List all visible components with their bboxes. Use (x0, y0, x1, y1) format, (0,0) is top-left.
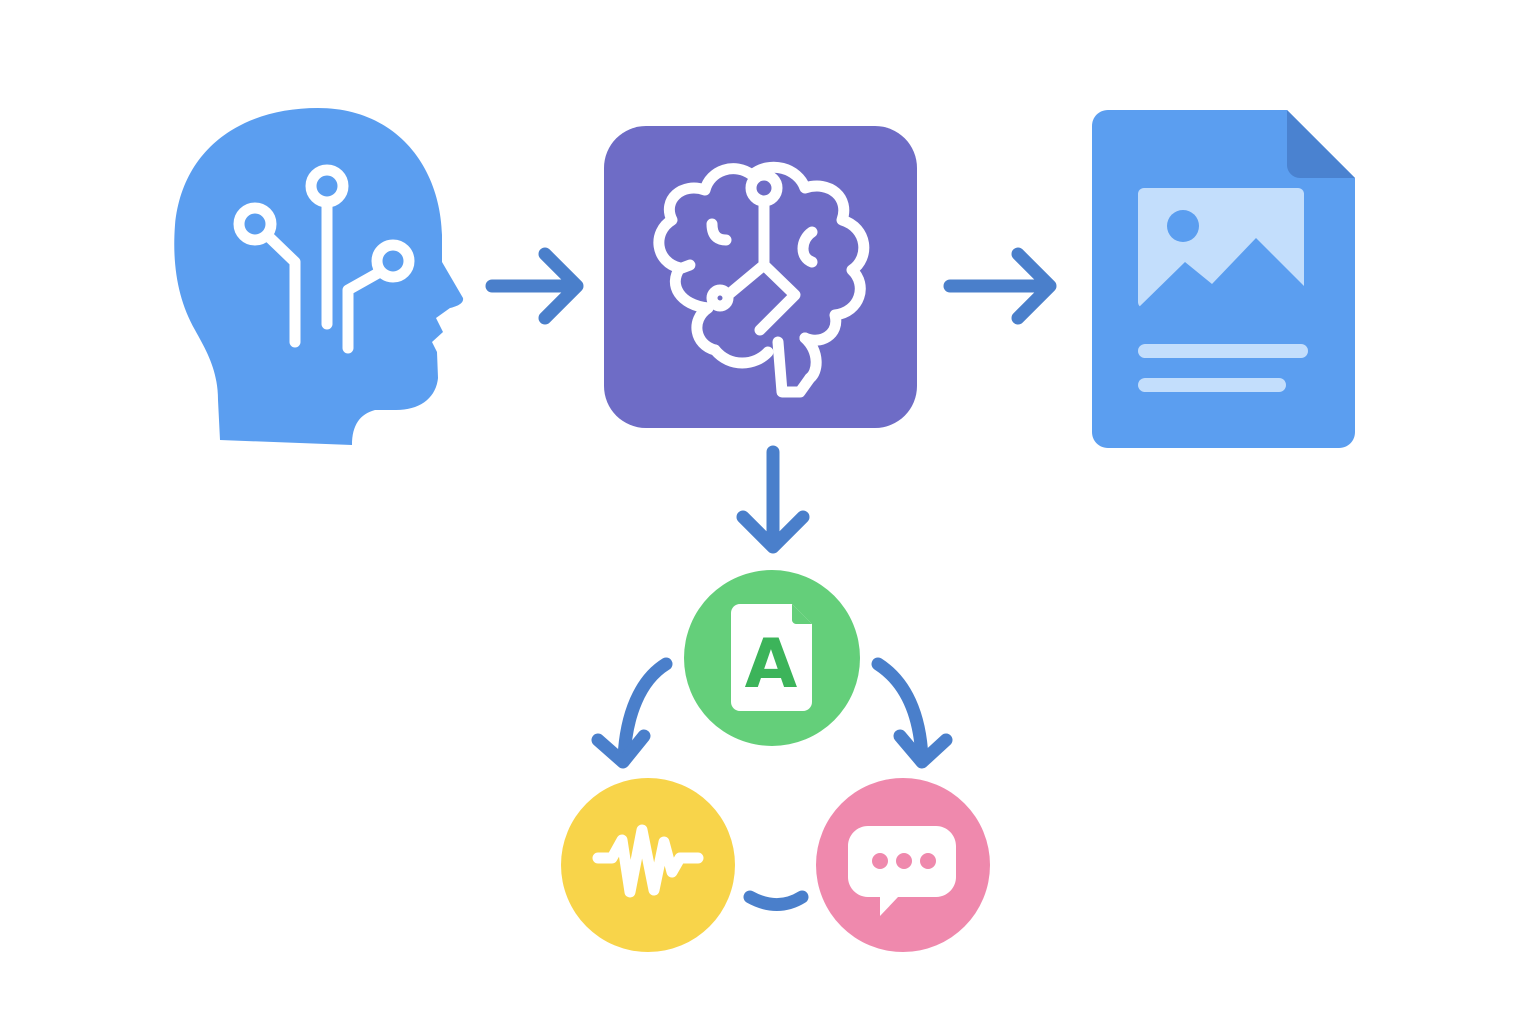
chat-bubble-icon (848, 826, 956, 916)
circuit-node (233, 202, 277, 246)
arrow-down-icon (736, 445, 810, 554)
arrow-right-icon (943, 247, 1057, 325)
connector-line (743, 890, 809, 911)
ai-head-icon (174, 108, 464, 445)
brain-node (706, 284, 734, 312)
audio-waveform-icon (592, 824, 704, 898)
brain-outline (653, 161, 870, 398)
curved-arrow-icon (591, 657, 673, 769)
image-sun (1167, 210, 1199, 242)
text-line (1138, 378, 1286, 392)
chat-dot (896, 853, 912, 869)
chat-dot (872, 853, 888, 869)
text-file-icon: A (731, 604, 812, 711)
document-fold (1287, 110, 1355, 178)
chat-node (816, 778, 990, 952)
brain-circuit-icon (604, 126, 917, 428)
text-node: A (684, 570, 860, 746)
circuit-node (371, 239, 415, 283)
text-line (1138, 344, 1308, 358)
head-silhouette (174, 108, 464, 445)
circuit-lines (233, 164, 415, 354)
curved-arrow-icon (871, 657, 953, 769)
text-file-letter: A (745, 625, 798, 704)
image-document-icon (1092, 110, 1355, 448)
arrow-right-icon (485, 247, 584, 325)
audio-node (561, 778, 735, 952)
chat-dot (920, 853, 936, 869)
image-mountains (1138, 238, 1304, 308)
